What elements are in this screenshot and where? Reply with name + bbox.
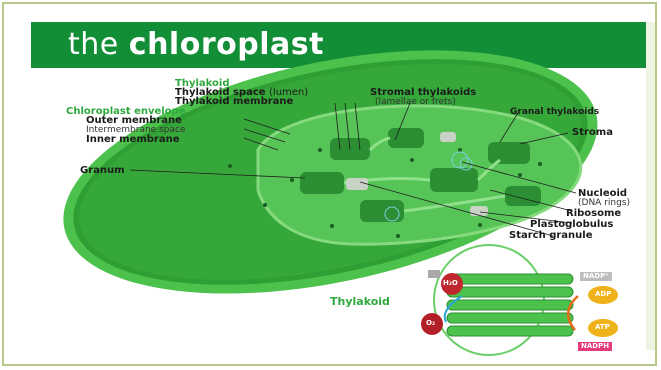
- granum-stack: [300, 172, 344, 194]
- atp-label: ATP: [592, 323, 613, 332]
- label-granal-thylakoids: Granal thylakoids: [510, 107, 599, 118]
- label-granum: Granum: [80, 165, 125, 176]
- granum-stack: [388, 128, 424, 148]
- granum-stack: [430, 168, 478, 192]
- label-lamellae: (lamellae or frets): [375, 97, 456, 108]
- granum-stack: [505, 186, 541, 206]
- granum-stack: [488, 142, 530, 164]
- label-starch-granule: Starch granule: [509, 230, 592, 241]
- h2o-label: H₂O: [440, 279, 461, 288]
- label-inner-membrane: Inner membrane: [86, 134, 180, 145]
- nadph-badge: NADPH: [578, 342, 612, 351]
- label-plastoglobulus: Plastoglobulus: [530, 219, 613, 230]
- nadp-badge: NADP⁺: [580, 272, 612, 281]
- label-thylakoid-membrane: Thylakoid membrane: [175, 96, 293, 107]
- adp-label: ADP: [592, 290, 614, 299]
- inset-chip-left: [428, 270, 440, 278]
- label-thylakoid-inset: Thylakoid: [330, 296, 390, 307]
- label-stroma: Stroma: [572, 127, 613, 138]
- label-ribosome: Ribosome: [566, 208, 621, 219]
- thylakoid-inset: [421, 245, 618, 355]
- o2-label: O₂: [423, 319, 438, 328]
